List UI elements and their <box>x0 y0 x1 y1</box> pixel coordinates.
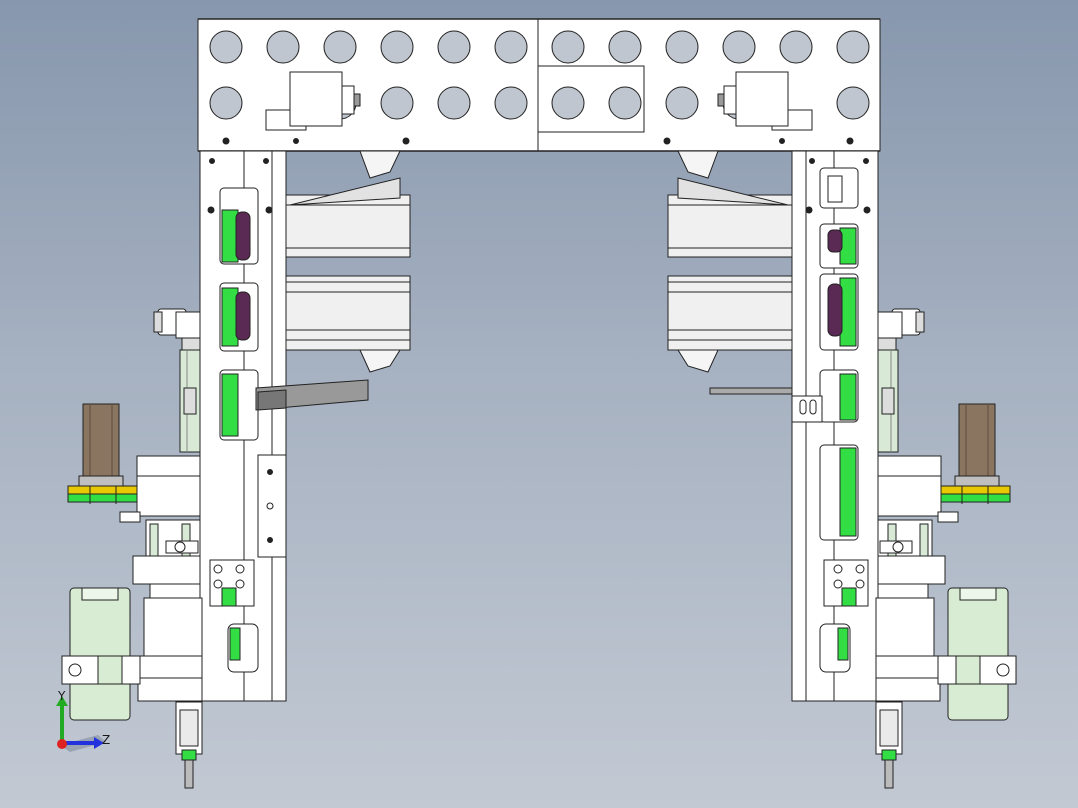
coordinate-triad: Y Z <box>56 689 110 752</box>
plate-hole <box>551 30 585 64</box>
left-linear-slide-lower <box>285 275 411 373</box>
right-stepper-motor <box>958 403 996 477</box>
right-lever-arm <box>709 387 793 395</box>
plate-hole <box>266 30 300 64</box>
plate-hole <box>608 30 642 64</box>
plate-hole <box>323 30 357 64</box>
plate-hole <box>380 30 414 64</box>
right-linear-slide-lower <box>667 275 793 373</box>
plate-hole <box>437 30 471 64</box>
plate-hole <box>836 86 870 120</box>
plate-hole <box>209 30 243 64</box>
plate-hole <box>494 30 528 64</box>
triad-y-label: Y <box>57 689 66 703</box>
plate-hole <box>209 86 243 120</box>
left-side-cylinder <box>69 587 131 721</box>
plate-hole <box>836 30 870 64</box>
plate-hole <box>722 30 756 64</box>
triad-z-label: Z <box>102 733 110 747</box>
plate-hole <box>608 86 642 120</box>
right-linear-slide-upper <box>667 150 793 258</box>
right-plate-bracket <box>717 71 813 131</box>
right-roller-guides <box>819 167 859 541</box>
plate-hole <box>380 86 414 120</box>
plate-hole <box>437 86 471 120</box>
left-plate-bracket <box>265 71 361 131</box>
left-roller-guides <box>219 187 259 441</box>
plate-hole-pattern <box>209 30 870 120</box>
right-column-assembly <box>667 150 1017 789</box>
plate-hole <box>665 86 699 120</box>
left-column-assembly <box>61 150 411 789</box>
plate-hole <box>494 86 528 120</box>
plate-hole <box>551 86 585 120</box>
right-side-cylinder <box>947 587 1009 721</box>
plate-hole <box>665 30 699 64</box>
left-linear-slide-upper <box>285 150 411 258</box>
left-stepper-motor <box>82 403 120 477</box>
plate-hole <box>779 30 813 64</box>
top-mounting-plate <box>197 18 881 152</box>
